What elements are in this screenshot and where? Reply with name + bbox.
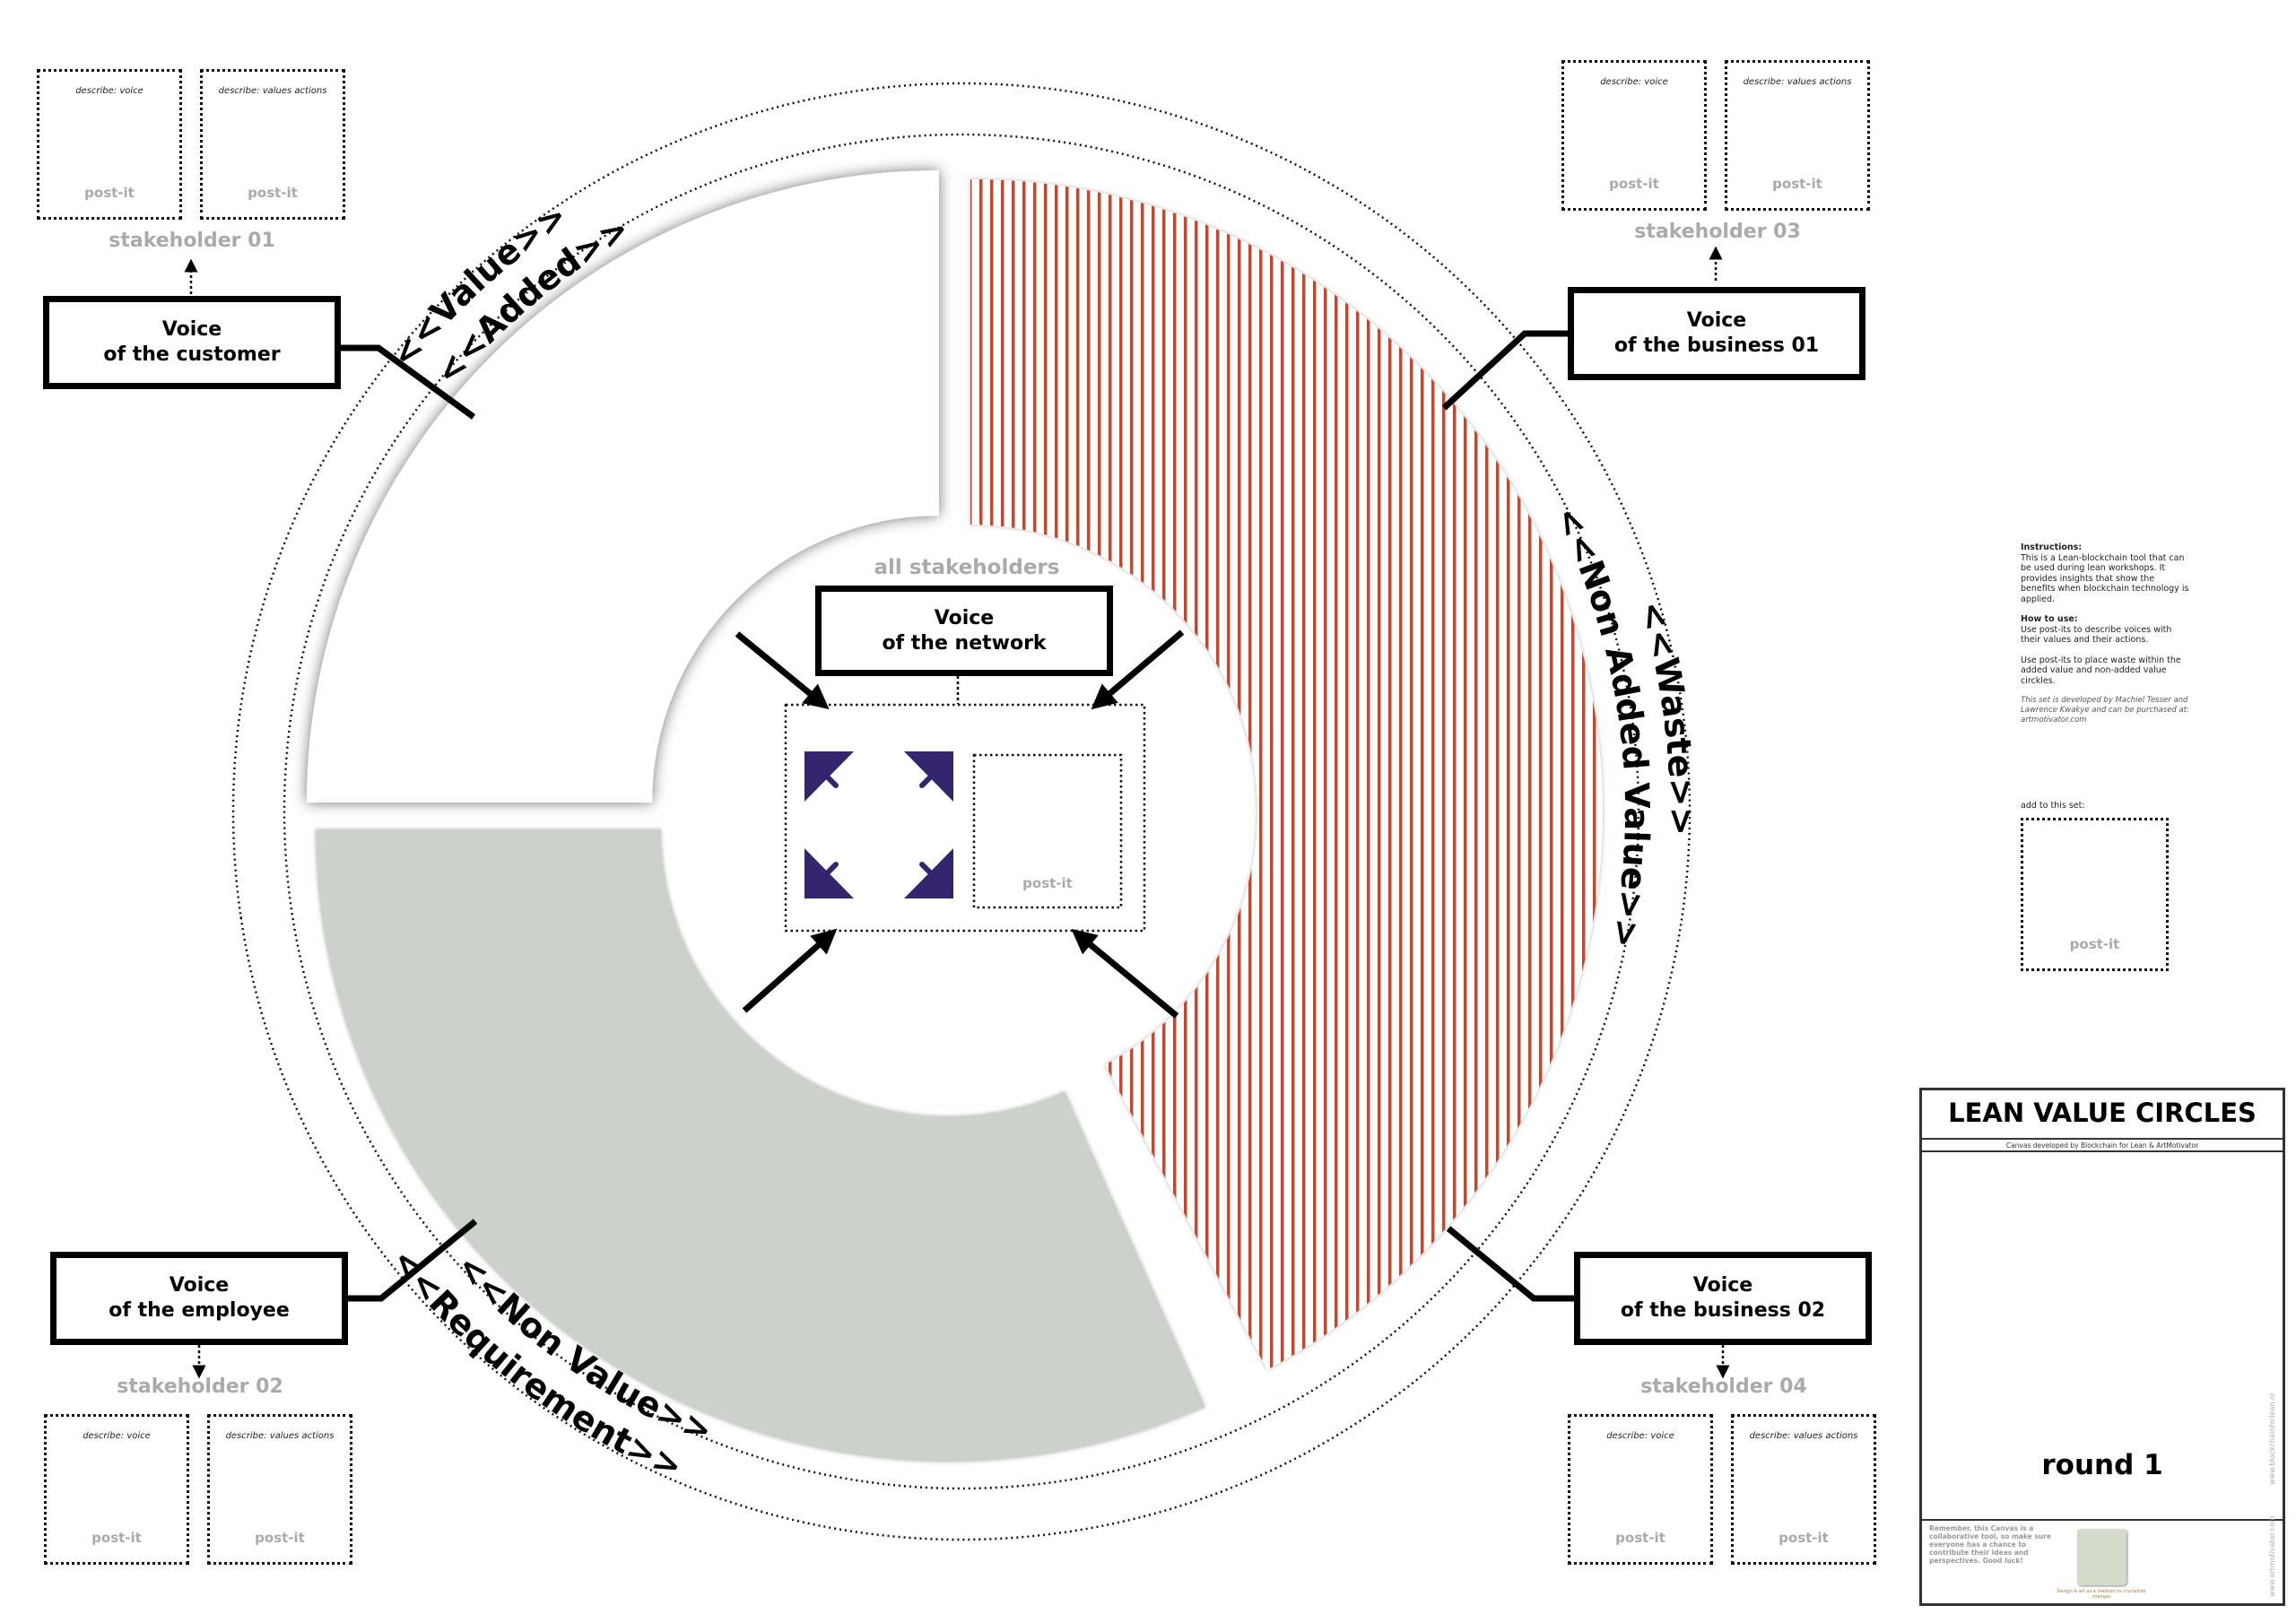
postit-describe-label: describe: values actions bbox=[1743, 77, 1852, 87]
postit-label: post-it bbox=[2069, 936, 2120, 952]
voice-business02-line1: Voice bbox=[1692, 1274, 1753, 1297]
voice-network-line2: of the network bbox=[882, 631, 1047, 655]
stakeholder03-label: stakeholder 03 bbox=[1634, 221, 1801, 243]
stakeholder04-label: stakeholder 04 bbox=[1640, 1376, 1807, 1398]
divider bbox=[1922, 1519, 2283, 1521]
non-value-requirement-segment[interactable] bbox=[316, 829, 1205, 1462]
voice-business02-line2: of the business 02 bbox=[1620, 1299, 1826, 1322]
arrow-bottom-left bbox=[742, 928, 838, 1013]
stakeholder01-label: stakeholder 01 bbox=[109, 230, 275, 252]
round-label: round 1 bbox=[2041, 1449, 2163, 1481]
postit-describe-label: describe: values actions bbox=[1749, 1431, 1858, 1441]
postit-label: post-it bbox=[91, 1530, 142, 1546]
stakeholder02-label: stakeholder 02 bbox=[117, 1376, 283, 1398]
stakeholder02-values-postit[interactable]: describe: values actions post-it bbox=[207, 1414, 352, 1565]
stakeholder03-values-postit[interactable]: describe: values actions post-it bbox=[1725, 60, 1870, 211]
stakeholder01-voice-postit[interactable]: describe: voice post-it bbox=[37, 69, 182, 220]
network-postit-label: post-it bbox=[1022, 875, 1073, 891]
postit-describe-label: describe: voice bbox=[75, 86, 144, 96]
stakeholder04-voice-postit[interactable]: describe: voice post-it bbox=[1568, 1414, 1713, 1565]
postit-describe-label: describe: voice bbox=[83, 1431, 151, 1441]
postit-label: post-it bbox=[1615, 1530, 1665, 1546]
card-title: LEAN VALUE CIRCLES bbox=[1948, 1098, 2257, 1128]
voice-of-the-employee-box[interactable]: Voice of the employee bbox=[50, 1252, 348, 1345]
arrow-top-right bbox=[1091, 629, 1185, 710]
instructions-panel: Instructions: This is a Lean-blockchain … bbox=[2021, 542, 2191, 725]
postit-label: post-it bbox=[84, 185, 135, 201]
customer-connector bbox=[339, 344, 476, 420]
card-subtitle: Canvas developed by Blockchain for Lean … bbox=[2005, 1141, 2199, 1150]
postit-label: post-it bbox=[1772, 176, 1822, 192]
voice-customer-line1: Voice bbox=[161, 318, 222, 341]
how-to-use-heading: How to use: bbox=[2021, 614, 2078, 624]
artmotivator-url[interactable]: www.artmotivator.com bbox=[2268, 1515, 2276, 1597]
employee-connector bbox=[348, 1219, 478, 1302]
network-postit[interactable] bbox=[972, 753, 1123, 909]
artmotivator-logo bbox=[2077, 1529, 2126, 1585]
inner-dotted-ring bbox=[283, 133, 1640, 1490]
blockchainforlean-url[interactable]: www.blockchainforlean.nl bbox=[2268, 1393, 2276, 1485]
postit-label: post-it bbox=[248, 185, 298, 201]
outer-dotted-ring bbox=[231, 82, 1692, 1541]
voice-of-the-network-box[interactable]: Voice of the network bbox=[815, 586, 1113, 676]
value-added-segment[interactable] bbox=[307, 170, 939, 803]
remember-text: Remember, this Canvas is a collaborative… bbox=[1929, 1524, 2051, 1565]
instructions-heading: Instructions: bbox=[2021, 542, 2083, 552]
voice-business01-line2: of the business 01 bbox=[1613, 334, 1820, 357]
waste-segment[interactable] bbox=[970, 179, 1603, 1370]
voice-employee-line1: Voice bbox=[169, 1274, 230, 1297]
expand-arrows-icon bbox=[804, 751, 953, 898]
postit-label: post-it bbox=[1609, 176, 1659, 192]
logo-caption: Design & art as a medium to crystallize … bbox=[2057, 1589, 2146, 1600]
voice-of-the-customer-box[interactable]: Voice of the customer bbox=[43, 296, 341, 389]
lean-value-circles-card: LEAN VALUE CIRCLES Canvas developed by B… bbox=[1919, 1088, 2285, 1606]
stakeholder01-values-postit[interactable]: describe: values actions post-it bbox=[200, 69, 345, 220]
stakeholder04-values-postit[interactable]: describe: values actions post-it bbox=[1731, 1414, 1876, 1565]
stakeholder03-voice-postit[interactable]: describe: voice post-it bbox=[1561, 60, 1707, 211]
credit-text: This set is developed by Machiel Tesser … bbox=[2021, 696, 2189, 725]
postit-describe-label: describe: values actions bbox=[225, 1431, 335, 1441]
arrow-bottom-right bbox=[1071, 928, 1179, 1019]
voice-of-the-business-02-box[interactable]: Voice of the business 02 bbox=[1574, 1252, 1872, 1345]
voice-of-the-business-01-box[interactable]: Voice of the business 01 bbox=[1568, 287, 1866, 380]
divider bbox=[1922, 1138, 2283, 1140]
instructions-body: This is a Lean-blockchain tool that can … bbox=[2021, 552, 2189, 604]
voice-employee-line2: of the employee bbox=[109, 1299, 290, 1322]
voice-network-line1: Voice bbox=[934, 606, 995, 629]
all-stakeholders-label: all stakeholders bbox=[874, 556, 1060, 579]
postit-label: post-it bbox=[1779, 1530, 1829, 1546]
postit-describe-label: describe: voice bbox=[1606, 1431, 1674, 1441]
stakeholder02-voice-postit[interactable]: describe: voice post-it bbox=[44, 1414, 189, 1565]
divider bbox=[1922, 1150, 2283, 1152]
voice-customer-line2: of the customer bbox=[103, 343, 281, 366]
add-to-set-postit[interactable]: post-it bbox=[2021, 818, 2169, 971]
how-to-use-body2: Use post-its to place waste within the a… bbox=[2021, 655, 2181, 686]
how-to-use-body1: Use post-its to describe voices with the… bbox=[2021, 624, 2172, 646]
postit-describe-label: describe: voice bbox=[1600, 77, 1668, 87]
postit-label: post-it bbox=[255, 1530, 305, 1546]
network-postit-area[interactable] bbox=[784, 703, 1146, 933]
arrow-top-left bbox=[735, 631, 830, 710]
postit-describe-label: describe: values actions bbox=[218, 86, 327, 96]
add-to-set-label: add to this set: bbox=[2021, 801, 2085, 811]
business01-connector bbox=[1441, 330, 1570, 411]
voice-business01-line1: Voice bbox=[1686, 309, 1747, 332]
business02-connector bbox=[1446, 1226, 1578, 1302]
